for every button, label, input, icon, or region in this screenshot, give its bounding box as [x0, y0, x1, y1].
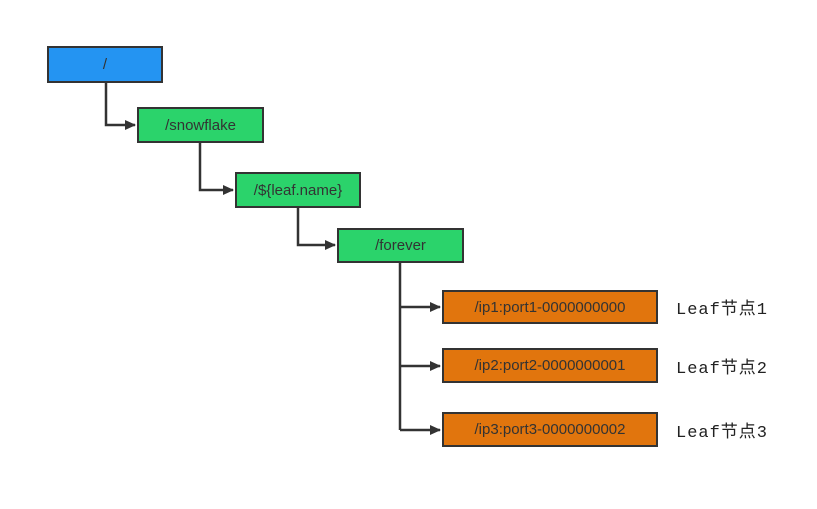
node-root: /: [47, 46, 163, 83]
node-leaf-2: /ip2:port2-0000000001: [442, 348, 658, 383]
leaf-annotation-2: Leaf节点2: [676, 359, 769, 379]
node-leaf-3: /ip3:port3-0000000002: [442, 412, 658, 447]
edge-leafname-forever: [296, 208, 336, 250]
node-snowflake: /snowflake: [137, 107, 264, 143]
leaf-annotation-1: Leaf节点1: [676, 301, 769, 320]
leaf-annotation-3: Leaf节点3: [676, 423, 769, 443]
edge-root-snowflake: [104, 83, 136, 130]
node-leaf-1: /ip1:port1-0000000000: [442, 290, 658, 324]
edge-snowflake-leafname: [198, 143, 234, 195]
node-leaf-name: /${leaf.name}: [235, 172, 361, 208]
node-forever: /forever: [337, 228, 464, 263]
